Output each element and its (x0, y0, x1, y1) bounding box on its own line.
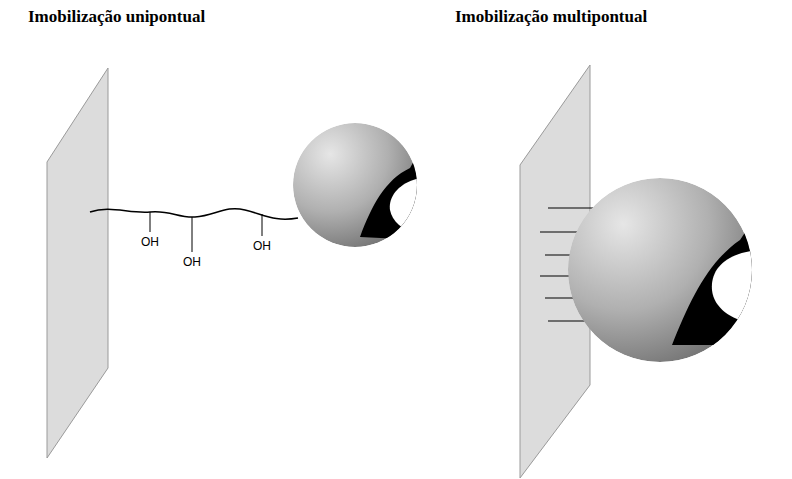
group-label: OH (183, 256, 201, 269)
bond-line (192, 217, 193, 252)
bond-line (262, 214, 263, 236)
bond-line (150, 212, 151, 232)
support-plane (47, 68, 108, 458)
panel-title: Imobilização unipontual (28, 8, 205, 27)
enzyme (293, 123, 420, 247)
spacer-arm (90, 209, 298, 219)
enzyme (568, 178, 760, 362)
group-label: OH (253, 240, 271, 253)
group-label: OH (141, 236, 159, 249)
panel-title: Imobilização multipontual (455, 8, 647, 27)
